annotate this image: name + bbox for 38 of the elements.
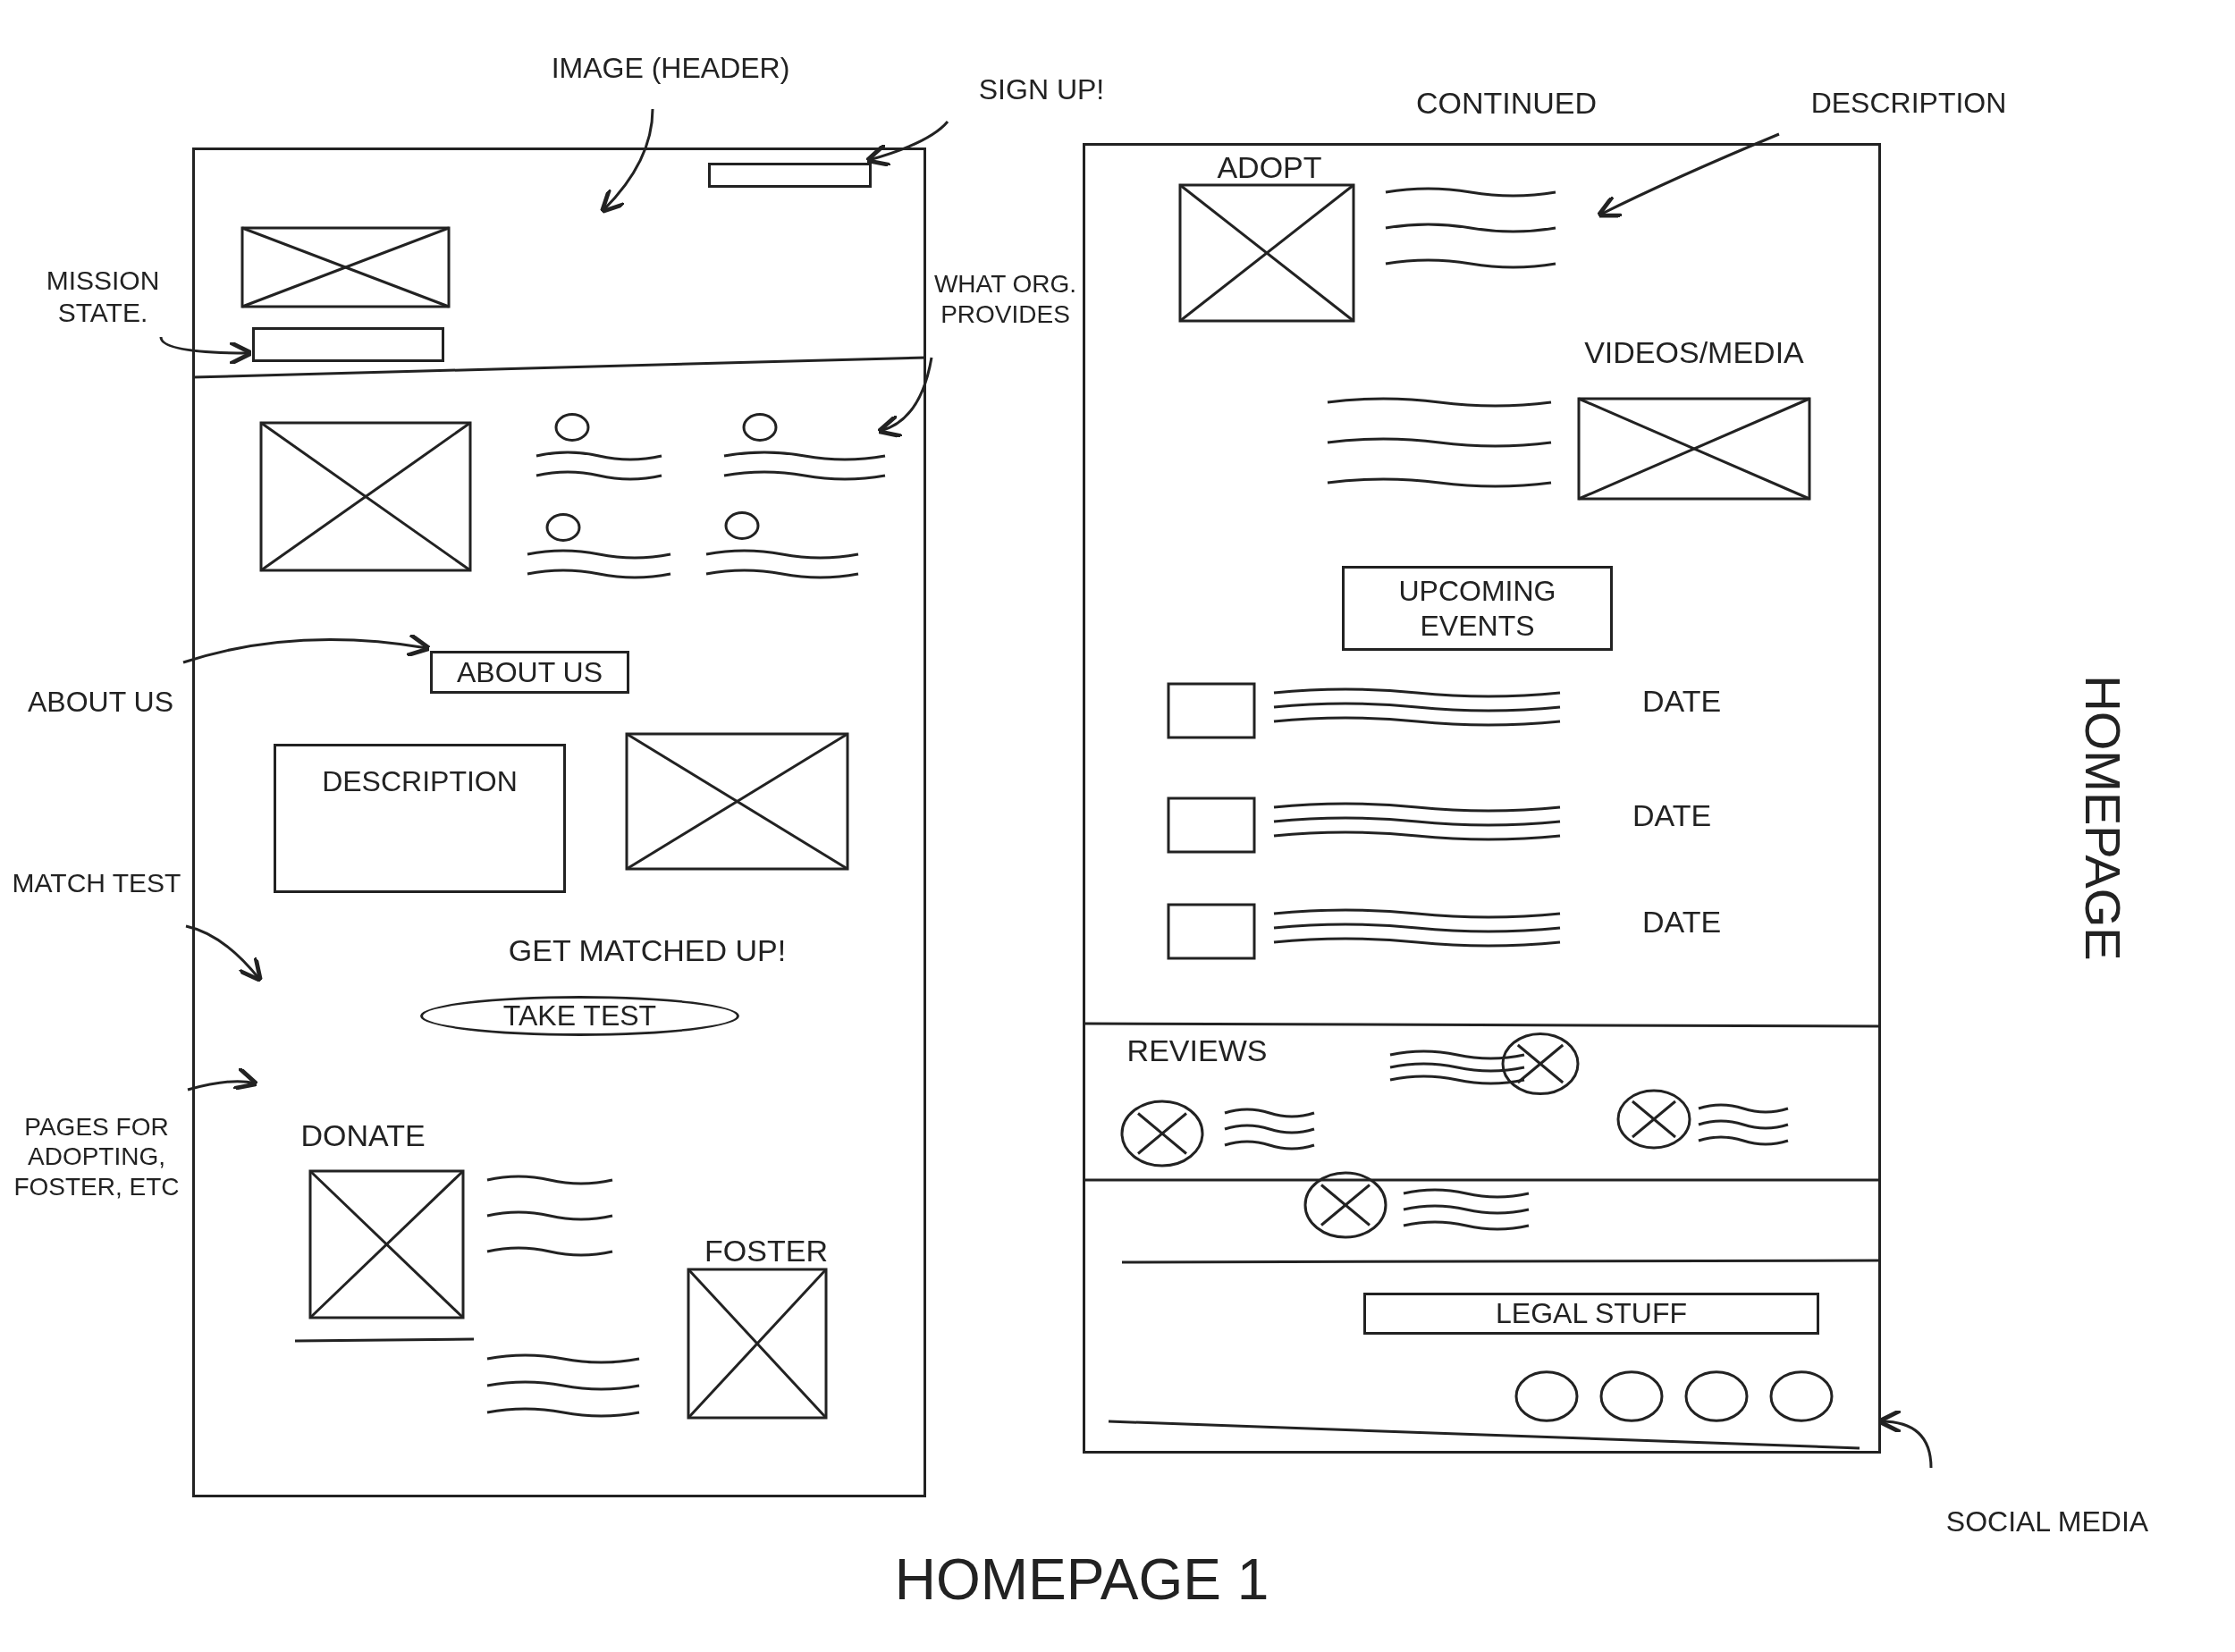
arrow — [876, 357, 933, 437]
continued-note: CONTINUED — [1414, 86, 1598, 122]
annotation: MATCH TEST — [7, 840, 186, 926]
section-heading: VIDEOS/MEDIA — [1583, 335, 1805, 371]
page-title: HOMEPAGE — [2074, 674, 2132, 963]
arrow — [159, 336, 254, 367]
event-date: DATE — [1631, 798, 1713, 834]
section-heading: ABOUT US — [430, 651, 629, 694]
annotation: ABOUT US — [18, 662, 183, 741]
arrow — [599, 108, 654, 215]
annotation: WHAT ORG. PROVIDES — [932, 241, 1079, 358]
section-heading: REVIEWS — [1126, 1033, 1269, 1069]
section-heading: UPCOMING EVENTS — [1342, 566, 1613, 651]
caption: HOMEPAGE 1 — [893, 1547, 1270, 1614]
text-field — [252, 327, 444, 362]
section-heading: DONATE — [299, 1118, 426, 1154]
arrow — [864, 121, 949, 167]
page-frame — [1083, 143, 1881, 1454]
event-date: DATE — [1640, 684, 1723, 720]
arrow — [185, 924, 263, 983]
arrow — [1596, 132, 1780, 218]
signup-button — [708, 163, 872, 188]
section-heading: ADOPT — [1216, 150, 1323, 186]
page-frame — [192, 148, 926, 1497]
description-panel: DESCRIPTION — [274, 744, 566, 893]
arrow — [187, 1066, 259, 1092]
annotation: MISSION STATE. — [27, 257, 179, 337]
annotation: PAGES FOR ADOPTING, FOSTER, ETC — [5, 1090, 188, 1224]
event-date: DATE — [1640, 905, 1723, 940]
annotation: SIGN UP! — [948, 57, 1135, 122]
annotation: SOCIAL MEDIA — [1913, 1468, 2181, 1575]
annotation: DESCRIPTION — [1779, 72, 2038, 134]
annotation: IMAGE (HEADER) — [420, 27, 921, 109]
arrow — [182, 632, 432, 664]
take-test-button: TAKE TEST — [420, 996, 739, 1036]
tagline: GET MATCHED UP! — [507, 933, 788, 969]
footer-heading: LEGAL STUFF — [1363, 1293, 1819, 1335]
section-heading: FOSTER — [704, 1234, 829, 1269]
